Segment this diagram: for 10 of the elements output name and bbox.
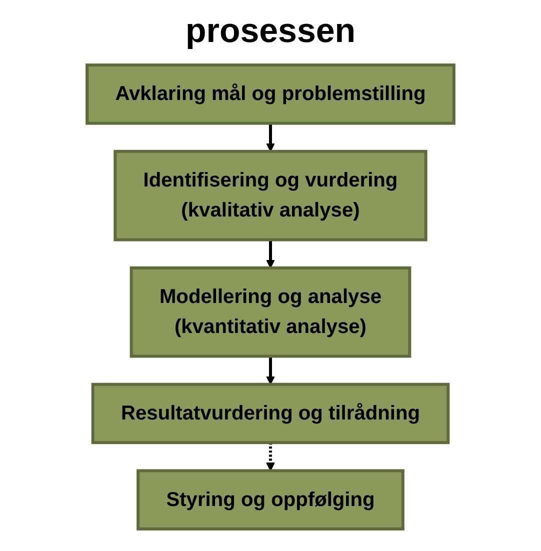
node-box: Modellering og analyse (kvantitativ analyse) (130, 266, 412, 358)
arrow (266, 240, 275, 268)
node-box: Identifisering og vurdering (kvalitativ analyse) (114, 150, 428, 242)
node-box: Styring og oppfølging (136, 469, 404, 530)
node-box: Avklaring mål og problemstilling (86, 64, 456, 125)
title: prosessen (184, 12, 357, 51)
arrow (266, 123, 275, 152)
arrow (266, 442, 275, 472)
arrow (266, 356, 275, 385)
node-box: Resultatvurdering og tilrådning (91, 382, 450, 444)
